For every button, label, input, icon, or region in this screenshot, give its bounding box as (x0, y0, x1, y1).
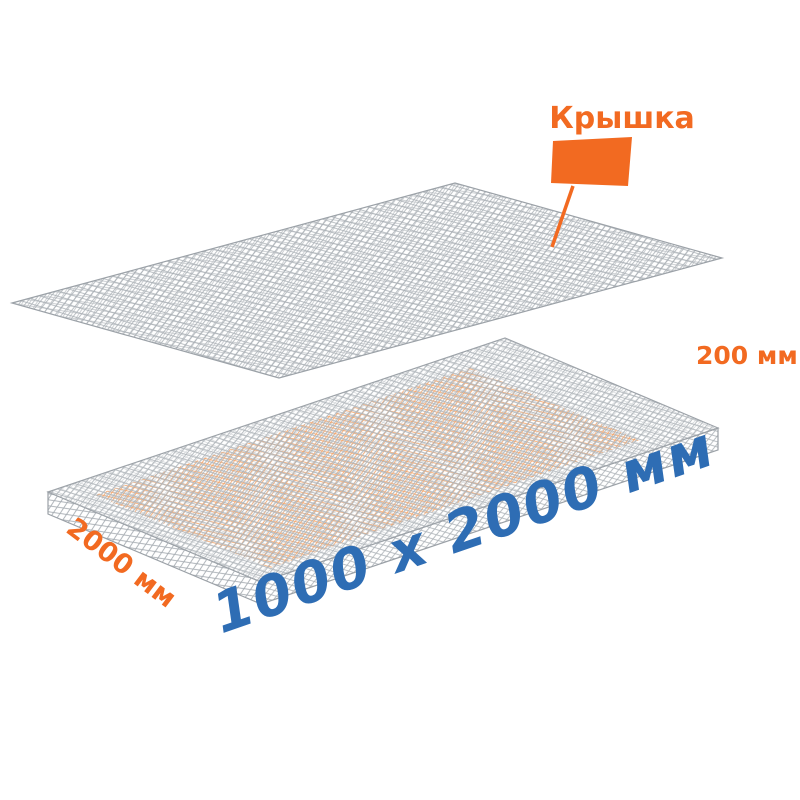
height-dimension-label: 200 мм (696, 341, 798, 370)
callout-leader-line (550, 185, 575, 248)
callout: Крышка (549, 101, 695, 248)
callout-label: Крышка (549, 101, 695, 136)
bottom-mesh-slab (46, 337, 720, 605)
top-mesh-sheet (9, 182, 725, 379)
bottom-slab-mesh-layer2 (48, 338, 718, 582)
height-dimension: 200 мм (696, 341, 798, 370)
callout-swatch (551, 137, 632, 186)
top-sheet-mesh-layer2 (12, 183, 722, 378)
